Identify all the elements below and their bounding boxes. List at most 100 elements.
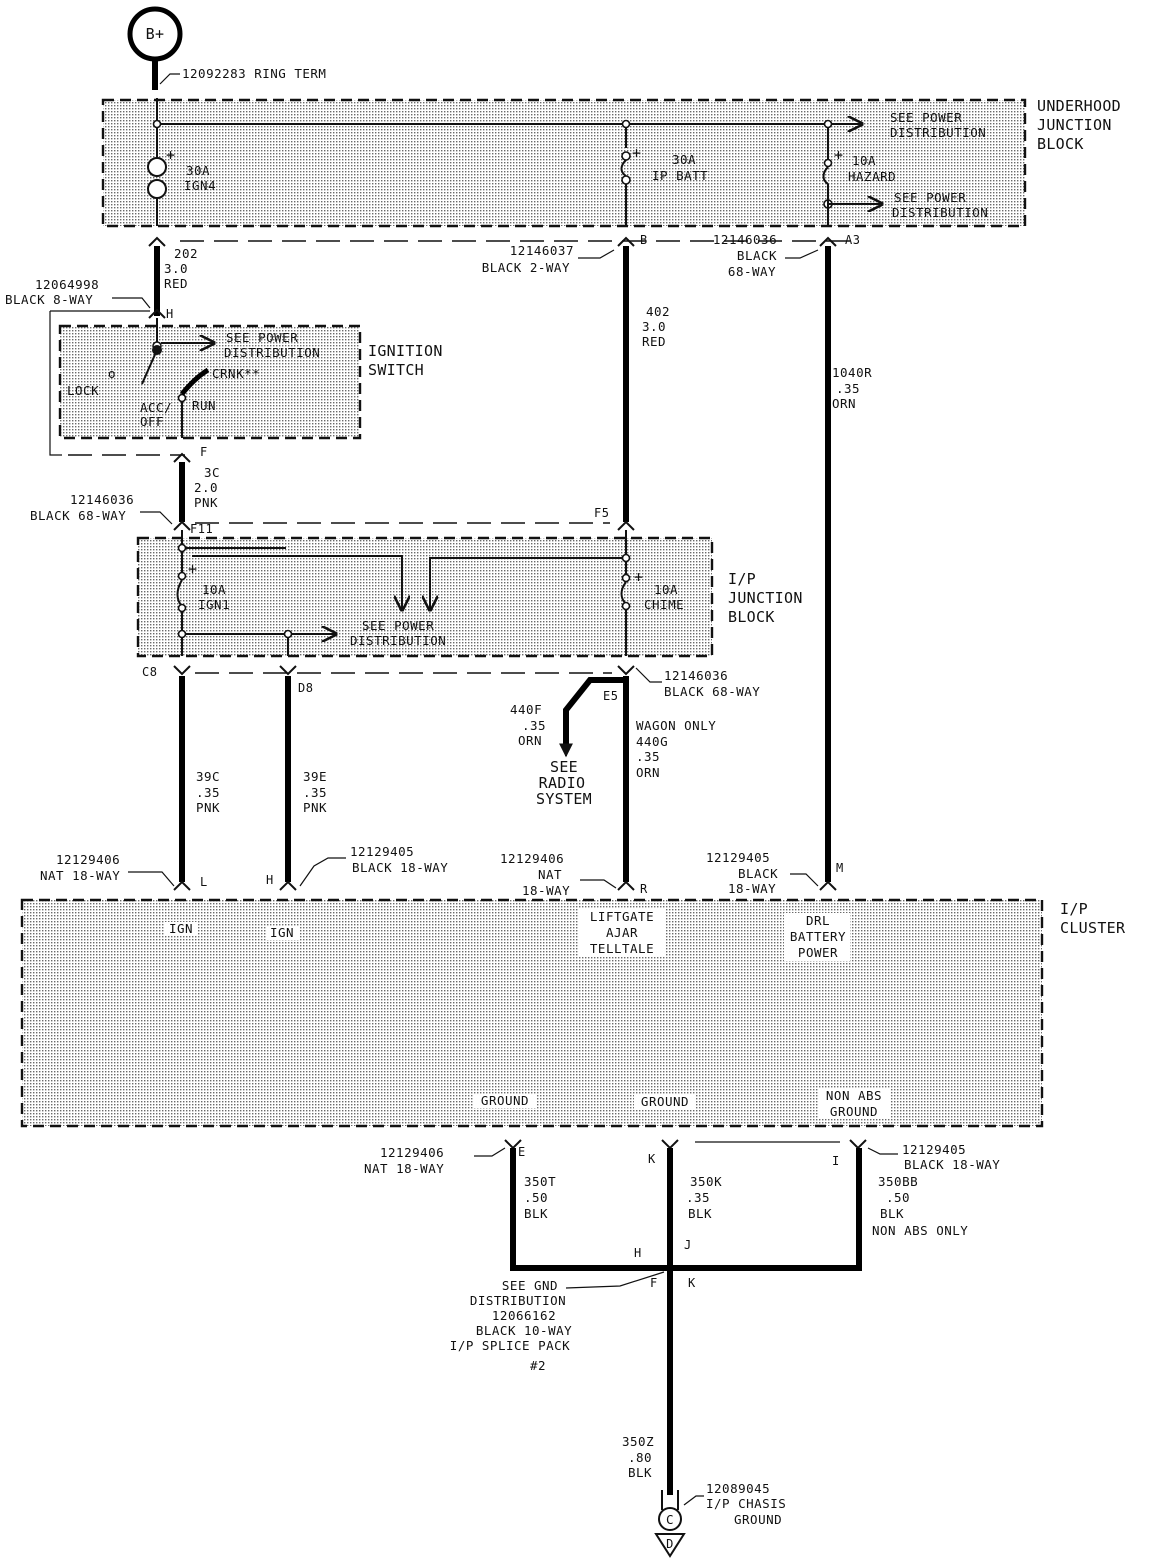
ipbatt-node (621, 119, 631, 129)
splice-label-6: #2 (530, 1358, 546, 1373)
conn-black18-i-type: BLACK 18-WAY (904, 1157, 1000, 1172)
ign1-bus-node (177, 543, 187, 553)
conn-68way-e5-type: BLACK 68-WAY (664, 684, 760, 699)
conn-c8-symbol (173, 665, 191, 676)
wire-402-gauge: 3.0 (642, 319, 666, 334)
cluster-pin-i: I (832, 1154, 840, 1168)
ign1-plus: + (188, 560, 197, 578)
cluster-liftgate-bg (578, 909, 666, 957)
chassis-ground: C D 12089045 I/P CHASIS GROUND (654, 1481, 786, 1558)
ign-switch-pin-h: H (166, 307, 174, 321)
conn-black18-m-color: BLACK (738, 866, 778, 881)
cluster-ign2-bg (266, 926, 300, 940)
wire-3c-circuit: 3C (204, 465, 220, 480)
ign-switch-run-contact (177, 393, 187, 403)
ign-switch-pivot (152, 345, 162, 355)
conn-a3-symbol (819, 236, 837, 247)
splice-label-4: BLACK 10-WAY (476, 1323, 572, 1338)
wire-402-color: RED (642, 334, 666, 349)
conn-68way-a3-num: 12146036 (713, 232, 777, 247)
conn-nat18-e-leader (474, 1147, 506, 1157)
cluster-drl-3: POWER (798, 945, 838, 960)
wire-440g-circuit: 440G (636, 734, 668, 749)
chime-plus: + (634, 568, 643, 586)
conn-nat18-l-leader (128, 871, 175, 887)
underhood-title-2: JUNCTION (1037, 116, 1112, 134)
conn-black18-m-leader (790, 873, 819, 887)
cluster-liftgate-1: LIFTGATE (590, 909, 654, 924)
chime-pin-bottom (621, 601, 631, 611)
ip-junction-title-1: I/P (728, 570, 756, 588)
ground-symbol: C (666, 1512, 674, 1527)
conn-d8-symbol (279, 665, 297, 676)
ign1-pin-bottom (177, 603, 187, 613)
wire-202-color: RED (164, 276, 188, 291)
conn-2way-type: BLACK 2-WAY (482, 260, 570, 275)
wire-350z-circuit: 350Z (622, 1434, 654, 1449)
ign-switch-blade (141, 349, 158, 385)
conn-68way-e5-leader (635, 667, 662, 683)
splice-pin-k: K (688, 1276, 696, 1290)
ign4-name: IGN4 (184, 178, 216, 193)
ign-switch-run: RUN (192, 398, 216, 413)
cluster-pin-l: L (200, 875, 208, 889)
ground-label-1: 12089045 (706, 1481, 770, 1496)
ign-switch-mark: o (108, 366, 116, 381)
ipbatt-fuse (620, 159, 627, 177)
conn-black18-h-leader (299, 857, 346, 887)
wire-350t-color: BLK (524, 1206, 548, 1221)
ip-cluster-box (20, 898, 1044, 1128)
ip-junction-title-3: BLOCK (728, 608, 775, 626)
cluster-ign-1: IGN (169, 921, 193, 936)
pin-b: B (640, 233, 648, 247)
underhood-power-dist-2-b: DISTRIBUTION (892, 205, 988, 220)
conn-68way-e5-num: 12146036 (664, 668, 728, 683)
conn-68way-a3-color: BLACK (737, 248, 777, 263)
ign-switch-dist-2: DISTRIBUTION (224, 345, 320, 360)
ip-junction-dist-1: SEE POWER (362, 618, 434, 633)
ground-label-2: I/P CHASIS (706, 1496, 786, 1511)
ipbatt-plus: + (632, 144, 641, 162)
conn-nat18-l-num: 12129406 (56, 852, 120, 867)
cluster-drl-1: DRL (806, 913, 830, 928)
splice-label-2: DISTRIBUTION (470, 1293, 566, 1308)
ign-switch-crnk-contact (180, 367, 210, 396)
ign4-fuse-bottom (147, 179, 167, 199)
ign-switch-lock: LOCK (67, 383, 99, 398)
ignition-switch-title-1: IGNITION (368, 342, 443, 360)
ign1-amps: 10A (202, 582, 226, 597)
ign-switch-acc: ACC/ (140, 400, 172, 415)
splice-pin-j: J (684, 1238, 692, 1252)
ign4-node (152, 119, 162, 129)
hazard-amps: 10A (852, 153, 876, 168)
conn-f5-symbol (617, 520, 635, 531)
cluster-drl-2: BATTERY (790, 929, 846, 944)
cluster-pin-r: R (640, 882, 648, 896)
wire-350t-gauge: .50 (524, 1190, 548, 1205)
ip-cluster: I/P CLUSTER IGN IGN LIFTGATE AJAR TELLTA… (20, 898, 1126, 1128)
conn-b-symbol (617, 236, 635, 247)
ipbatt-pin-top (621, 151, 631, 161)
ring-term-label: 12092283 RING TERM (182, 66, 326, 81)
underhood-power-dist-1-b: DISTRIBUTION (890, 125, 986, 140)
ign-switch-off: OFF (140, 414, 164, 429)
conn-m-symbol (819, 880, 837, 891)
ground-triangle (654, 1533, 686, 1558)
hazard-fuse (822, 166, 829, 185)
cluster-liftgate-2: AJAR (606, 925, 638, 940)
wire-350z-color: BLK (628, 1465, 652, 1480)
cluster-pin-e: E (518, 1145, 526, 1159)
conn-68way-f-leader (140, 511, 173, 525)
cluster-ground2-bg (634, 1095, 696, 1109)
conn-2way-num: 12146037 (510, 243, 574, 258)
wire-440g-color: ORN (636, 765, 660, 780)
conn-nat18-r-num: 12129406 (500, 851, 564, 866)
conn-black18-i-leader (867, 1147, 898, 1155)
conn-nat18-e-num: 12129406 (380, 1145, 444, 1160)
wire-350z-gauge: .80 (628, 1450, 652, 1465)
ground-leader (683, 1495, 704, 1506)
splice-pin-h: H (634, 1246, 642, 1260)
conn-8way-leader (112, 297, 151, 309)
cluster-non-abs-1: NON ABS (826, 1088, 882, 1103)
